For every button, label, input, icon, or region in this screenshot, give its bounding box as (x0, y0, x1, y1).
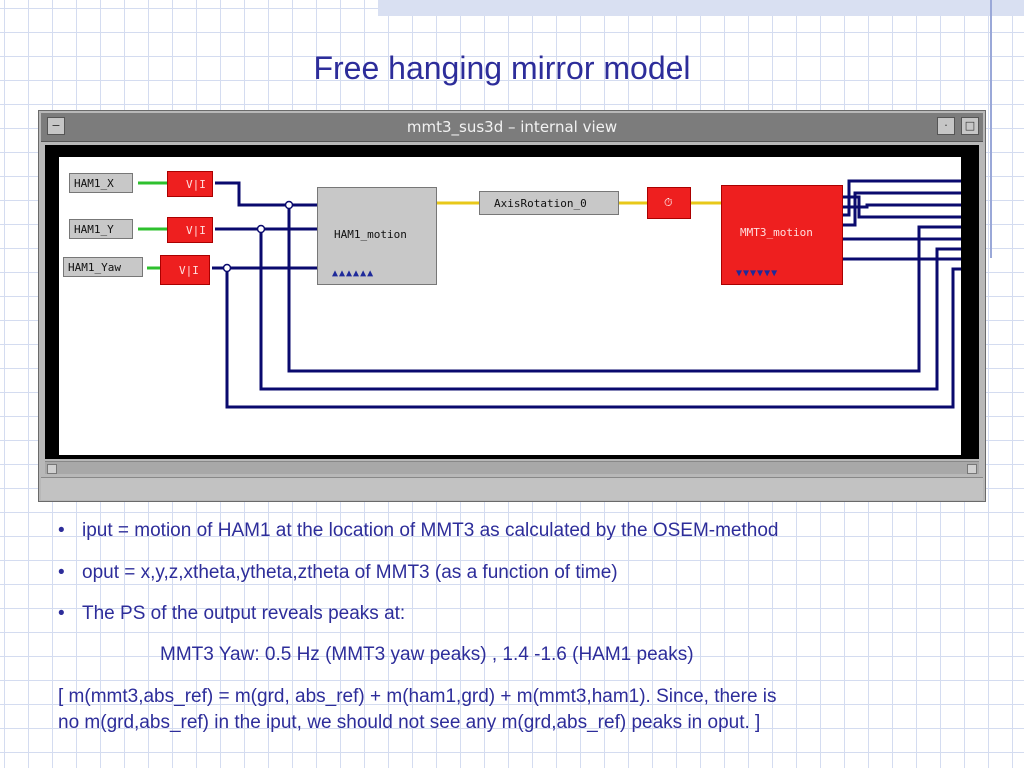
input-block-ham1-x[interactable]: HAM1_X (69, 173, 133, 193)
window-title: mmt3_sus3d – internal view (406, 118, 618, 136)
gain-label-y: V|I (186, 224, 206, 237)
bullet-dot: • (58, 603, 65, 624)
feedback-2 (259, 229, 961, 391)
gain-label-yaw: V|I (179, 264, 199, 277)
junction-3 (222, 263, 232, 273)
out-wire-4 (843, 191, 961, 227)
bullet-3: The PS of the output reveals peaks at: (82, 603, 406, 624)
clock-icon: ⏱ (664, 196, 673, 209)
axis-rotation-block[interactable]: AxisRotation_0 (479, 191, 619, 215)
horizontal-scrollbar[interactable] (45, 461, 979, 474)
feedback-3 (225, 267, 961, 409)
input-label-yaw: HAM1_Yaw (68, 261, 121, 274)
input-label-x: HAM1_X (74, 177, 114, 190)
slide-title: Free hanging mirror model (313, 50, 691, 86)
gain-label-x: V|I (186, 178, 206, 191)
input-block-ham1-yaw[interactable]: HAM1_Yaw (63, 257, 143, 277)
bullet-2: oput = x,y,z,xtheta,ytheta,ztheta of MMT… (82, 562, 618, 583)
ham1-motion-block[interactable]: HAM1_motion ▲▲▲▲▲▲ (317, 187, 437, 285)
app-window: − mmt3_sus3d – internal view · □ (38, 110, 986, 502)
mmt3-motion-label: MMT3_motion (740, 226, 813, 239)
gain-block-yaw[interactable]: V|I (160, 255, 210, 285)
window-titlebar[interactable]: − mmt3_sus3d – internal view · □ (41, 113, 983, 142)
out-wire-2 (843, 203, 961, 209)
minimize-button[interactable]: · (937, 117, 955, 135)
gain-block-y[interactable]: V|I (167, 217, 213, 243)
accent-bar (990, 0, 992, 258)
ham1-motion-label: HAM1_motion (334, 228, 407, 241)
junction-1 (284, 200, 294, 210)
junction-2 (256, 224, 266, 234)
bullet-dot: • (58, 520, 65, 541)
canvas-frame: HAM1_X HAM1_Y HAM1_Yaw V|I V|I V|I HAM1_… (45, 145, 979, 459)
indented-line: MMT3 Yaw: 0.5 Hz (MMT3 yaw peaks) , 1.4 … (160, 644, 694, 665)
diagram-wires (138, 179, 961, 409)
paragraph-line-1: [ m(mmt3,abs_ref) = m(grd, abs_ref) + m(… (58, 686, 777, 707)
diagram-canvas[interactable]: HAM1_X HAM1_Y HAM1_Yaw V|I V|I V|I HAM1_… (59, 157, 961, 455)
bullet-1: iput = motion of HAM1 at the location of… (82, 520, 779, 541)
gain-block-x[interactable]: V|I (167, 171, 213, 197)
scroll-right-button[interactable] (967, 464, 977, 474)
small-red-block[interactable]: ⏱ (647, 187, 691, 219)
paragraph-line-2: no m(grd,abs_ref) in the iput, we should… (58, 712, 761, 733)
feedback-1 (287, 205, 961, 373)
scroll-left-button[interactable] (47, 464, 57, 474)
summary-paragraph: [ m(mmt3,abs_ref) = m(grd, abs_ref) + m(… (58, 684, 777, 736)
header-band (378, 0, 1024, 16)
axis-rotation-label: AxisRotation_0 (494, 197, 587, 210)
bullet-dot: • (58, 562, 65, 583)
mmt3-motion-block[interactable]: MMT3_motion ▼▼▼▼▼▼ (721, 185, 843, 285)
window-menu-button[interactable]: − (47, 117, 65, 135)
mmt3-output-ports: ▼▼▼▼▼▼ (736, 268, 779, 279)
maximize-button[interactable]: □ (961, 117, 979, 135)
input-block-ham1-y[interactable]: HAM1_Y (69, 219, 133, 239)
input-label-y: HAM1_Y (74, 223, 114, 236)
ham1-output-ports: ▲▲▲▲▲▲ (332, 268, 375, 279)
wire-x (215, 181, 317, 207)
window-statusbar (41, 477, 983, 500)
out-wire-3 (843, 179, 961, 217)
